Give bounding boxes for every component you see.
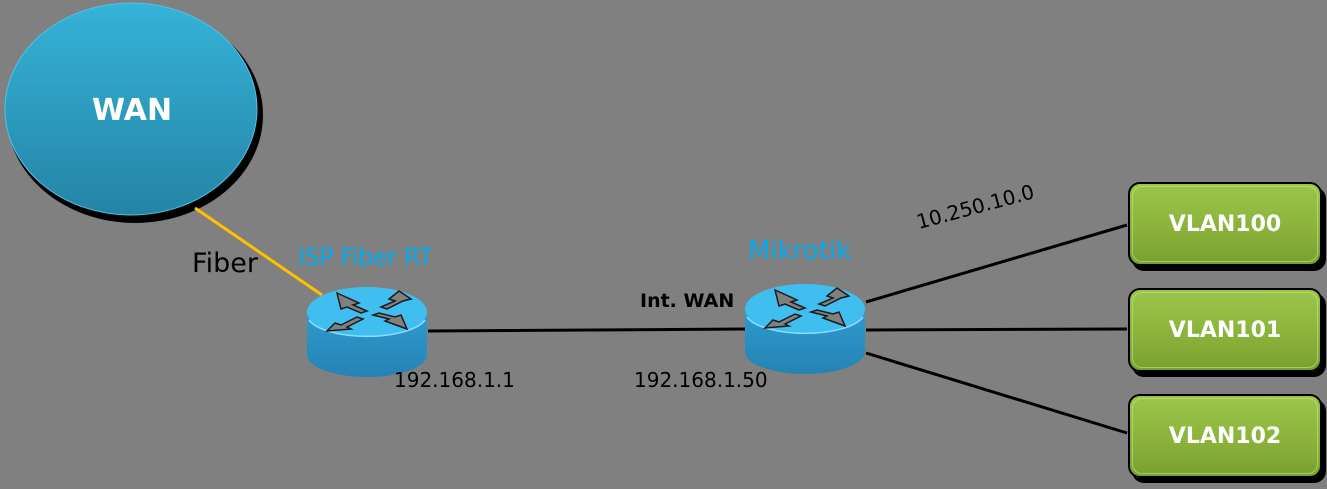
int-wan-link bbox=[427, 327, 746, 333]
wan-label: WAN bbox=[92, 93, 173, 128]
mikrotik-name: Mikrotik bbox=[748, 236, 852, 266]
vlan100-box[interactable]: VLAN100 bbox=[1128, 182, 1322, 266]
int-wan-label: Int. WAN bbox=[640, 290, 735, 312]
isp-router-icon[interactable] bbox=[307, 287, 427, 377]
fiber-link bbox=[194, 206, 323, 297]
vlan101-box[interactable]: VLAN101 bbox=[1128, 288, 1322, 372]
isp-router-ip: 192.168.1.1 bbox=[394, 368, 515, 392]
vlan101-label: VLAN101 bbox=[1168, 317, 1282, 343]
fiber-label: Fiber bbox=[192, 248, 258, 279]
vlan100-label: VLAN100 bbox=[1168, 211, 1282, 237]
mikrotik-router-icon[interactable] bbox=[745, 284, 865, 374]
vlan102-box[interactable]: VLAN102 bbox=[1128, 394, 1322, 478]
isp-router-name: ISP Fiber RT bbox=[298, 243, 433, 271]
vlan101-link bbox=[865, 327, 1128, 332]
vlan102-link bbox=[865, 351, 1128, 435]
mikrotik-ip: 192.168.1.50 bbox=[634, 368, 768, 392]
wan-cloud bbox=[4, 2, 263, 223]
vlan100-link bbox=[865, 223, 1128, 304]
vlan102-label: VLAN102 bbox=[1168, 423, 1282, 449]
